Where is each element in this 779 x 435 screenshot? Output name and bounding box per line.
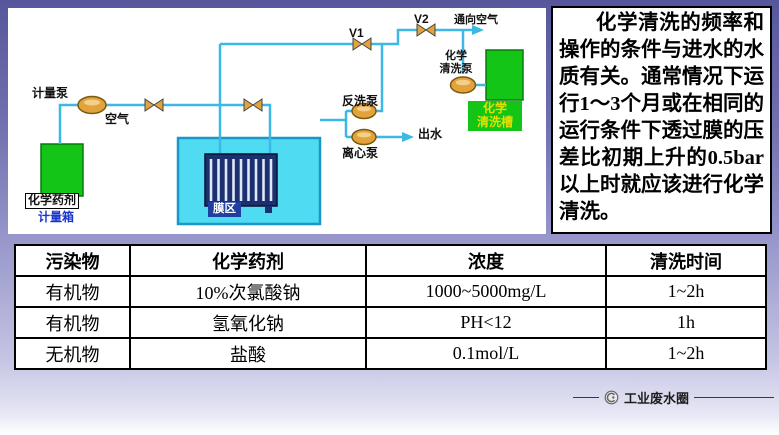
table-header-row: 污染物 化学药剂 浓度 清洗时间 (14, 244, 767, 277)
watermark-line-right (694, 397, 774, 398)
col-header-concentration: 浓度 (365, 244, 607, 277)
table-cell: 10%次氯酸钠 (129, 275, 367, 308)
air-label: 空气 (105, 112, 130, 126)
table-cell: 1000~5000mg/L (365, 275, 607, 308)
cleaning-pump-label-line1: 化学 (445, 50, 467, 62)
watermark: 工业废水圈 (572, 388, 774, 407)
air-valve-icon (144, 98, 164, 112)
table-cell: 氢氧化钠 (129, 306, 367, 339)
table-cell: 1~2h (605, 337, 767, 370)
pipes (58, 28, 486, 154)
valve-v1-label: V1 (349, 26, 364, 40)
cleaning-solution-tank (485, 49, 524, 101)
valve-v2-label: V2 (414, 12, 429, 26)
outlet-water-label: 出水 (418, 127, 443, 141)
col-header-pollutant: 污染物 (14, 244, 131, 277)
note-text: 化学清洗的频率和操作的条件与进水的水质有关。通常情况下运行1～3个月或在相同的运… (553, 8, 770, 226)
process-diagram-panel: 计量泵 空气 化学药剂 计量箱 膜区 反洗泵 离心泵 出水 V1 V2 通向空气… (8, 8, 546, 234)
valve-v2-icon (416, 23, 436, 37)
backwash-pump-label: 反洗泵 (342, 94, 379, 108)
watermark-icon (604, 390, 619, 405)
note-bold-value: 0.5bar (707, 147, 764, 169)
table-row: 无机物 盐酸 0.1mol/L 1~2h (14, 337, 767, 370)
cleaning-pump-label: 化学 清洗泵 (432, 50, 480, 75)
watermark-text: 工业废水圈 (623, 391, 689, 406)
vent-arrow-icon (472, 25, 484, 35)
table-row: 有机物 10%次氯酸钠 1000~5000mg/L 1~2h (14, 275, 767, 308)
table-cell: 有机物 (14, 306, 131, 339)
note-panel: 化学清洗的频率和操作的条件与进水的水质有关。通常情况下运行1～3个月或在相同的运… (551, 6, 772, 234)
table-cell: 盐酸 (129, 337, 367, 370)
outlet-arrow-icon (402, 132, 414, 142)
cleaning-tank-label: 化学 清洗槽 (468, 101, 522, 131)
membrane-plates (209, 159, 273, 201)
valve-v1-icon (352, 37, 372, 51)
table-cell: PH<12 (365, 306, 607, 339)
chemical-agent-label: 化学药剂 (25, 193, 80, 209)
to-air-label: 通向空气 (454, 14, 498, 26)
cleaning-pump-label-line2: 清洗泵 (439, 62, 473, 75)
table-cell: 无机物 (14, 337, 131, 370)
pump-highlights (84, 79, 471, 138)
metering-pump-label: 计量泵 (32, 86, 69, 100)
table-cell: 1h (605, 306, 767, 339)
watermark-line-left (572, 397, 599, 398)
chemical-agent-tank (40, 143, 84, 197)
table-row: 有机物 氢氧化钠 PH<12 1h (14, 306, 767, 339)
col-header-chemical: 化学药剂 (129, 244, 367, 277)
table-cell: 有机物 (14, 275, 131, 308)
cleaning-table: 污染物 化学药剂 浓度 清洗时间 有机物 10%次氯酸钠 1000~5000mg… (14, 244, 767, 370)
metering-tank-label: 计量箱 (38, 210, 75, 224)
cleaning-tank-label-line2: 清洗槽 (476, 114, 513, 129)
membrane-zone-label: 膜区 (208, 202, 241, 218)
feed-valve-icon (243, 98, 263, 112)
centrifugal-pump-label: 离心泵 (342, 146, 379, 160)
process-flow-diagram (40, 23, 524, 226)
table-cell: 0.1mol/L (365, 337, 607, 370)
module-foot (265, 206, 272, 213)
note-part1: 化学清洗的频率和操作的条件与进水的水质有关。通常情况下运行1～3个月或在相同的运… (559, 12, 764, 169)
col-header-duration: 清洗时间 (605, 244, 767, 277)
note-part2: 以上时就应该进行化学清洗。 (559, 174, 764, 223)
table-cell: 1~2h (605, 275, 767, 308)
cleaning-tank-label-line1: 化学 (482, 101, 507, 115)
